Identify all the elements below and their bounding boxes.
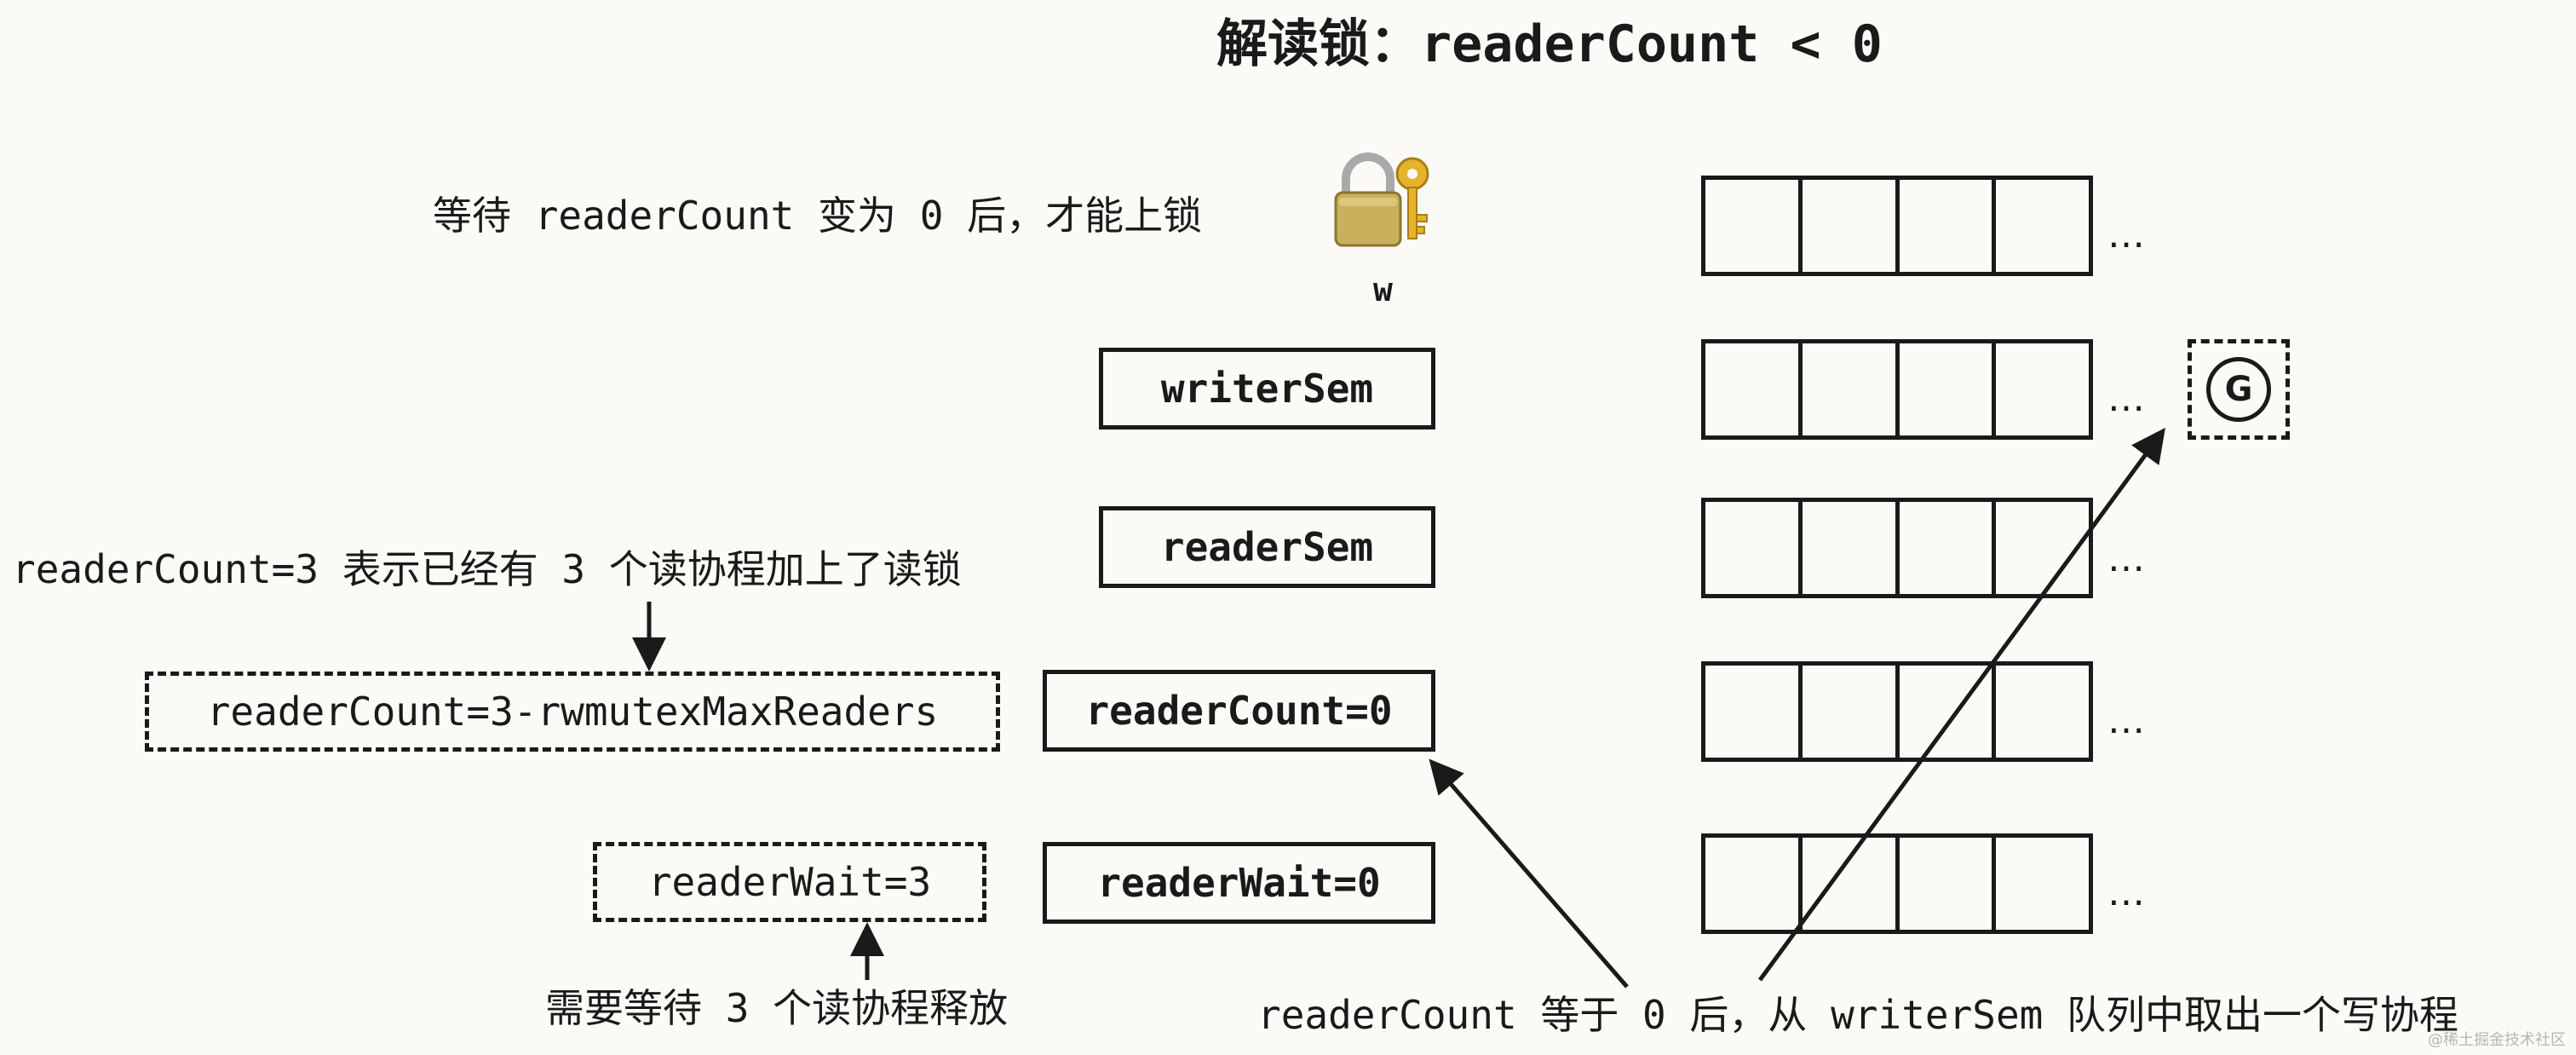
- queue-cell: [1705, 343, 1803, 435]
- queue-cell: [1705, 838, 1803, 930]
- reader-wait-box: readerWait=0: [1043, 842, 1435, 924]
- lock-icon: [1334, 153, 1429, 247]
- bottom-explain-note: readerCount 等于 0 后，从 writerSem 队列中取出一个写协…: [1257, 992, 2459, 1038]
- watermark: @稀土掘金技术社区: [2428, 1031, 2566, 1049]
- wait-lock-note: 等待 readerCount 变为 0 后，才能上锁: [433, 193, 1203, 239]
- reader-count-queue-ellipsis: …: [2107, 699, 2145, 742]
- arrow-to-reader-count: [1429, 758, 1629, 989]
- reader-wait-queue: [1701, 833, 2093, 934]
- reader-count-queue: [1701, 661, 2093, 762]
- lock-queue-ellipsis: …: [2107, 213, 2145, 257]
- queue-cell: [1900, 343, 1997, 435]
- reader-count-box: readerCount=0: [1043, 670, 1435, 752]
- previous-reader-wait-box: readerWait=3: [593, 842, 986, 922]
- queue-cell: [1705, 502, 1803, 594]
- reader-sem-label: readerSem: [1160, 524, 1374, 570]
- diagram-title: 解读锁：readerCount < 0: [1216, 14, 1883, 74]
- reader-count-label: readerCount=0: [1085, 688, 1393, 734]
- reader-count-meaning-note: readerCount=3 表示已经有 3 个读协程加上了读锁: [12, 546, 962, 592]
- queue-cell: [1803, 502, 1900, 594]
- queue-cell: [1900, 838, 1997, 930]
- goroutine-box: G: [2188, 339, 2290, 440]
- goroutine-circle: G: [2206, 357, 2271, 422]
- queue-cell: [1803, 343, 1900, 435]
- arrow-to-writer-goroutine: [1757, 427, 2165, 982]
- queue-cell: [1803, 666, 1900, 758]
- previous-reader-count-label: readerCount=3-rwmutexMaxReaders: [206, 689, 939, 735]
- reader-sem-queue: [1701, 498, 2093, 598]
- goroutine-label: G: [2224, 370, 2253, 409]
- previous-reader-count-box: readerCount=3-rwmutexMaxReaders: [145, 672, 1000, 752]
- queue-cell: [1900, 502, 1997, 594]
- writer-sem-queue-ellipsis: …: [2107, 377, 2145, 420]
- reader-wait-queue-ellipsis: …: [2107, 871, 2145, 914]
- writer-sem-box: writerSem: [1099, 348, 1435, 429]
- queue-cell: [1705, 180, 1803, 272]
- writer-sem-label: writerSem: [1160, 366, 1374, 412]
- writer-sem-queue: [1701, 339, 2093, 440]
- queue-cell: [1803, 838, 1900, 930]
- queue-cell: [1803, 180, 1900, 272]
- reader-wait-label: readerWait=0: [1097, 860, 1381, 906]
- queue-cell: [1900, 666, 1997, 758]
- lock-queue: [1701, 176, 2093, 276]
- reader-sem-queue-ellipsis: …: [2107, 537, 2145, 580]
- queue-cell: [1900, 180, 1997, 272]
- writer-lock-label: w: [1373, 271, 1393, 308]
- previous-reader-wait-label: readerWait=3: [647, 859, 932, 905]
- queue-cell: [1705, 666, 1803, 758]
- reader-sem-box: readerSem: [1099, 506, 1435, 588]
- wait-release-note: 需要等待 3 个读协程释放: [545, 985, 1009, 1031]
